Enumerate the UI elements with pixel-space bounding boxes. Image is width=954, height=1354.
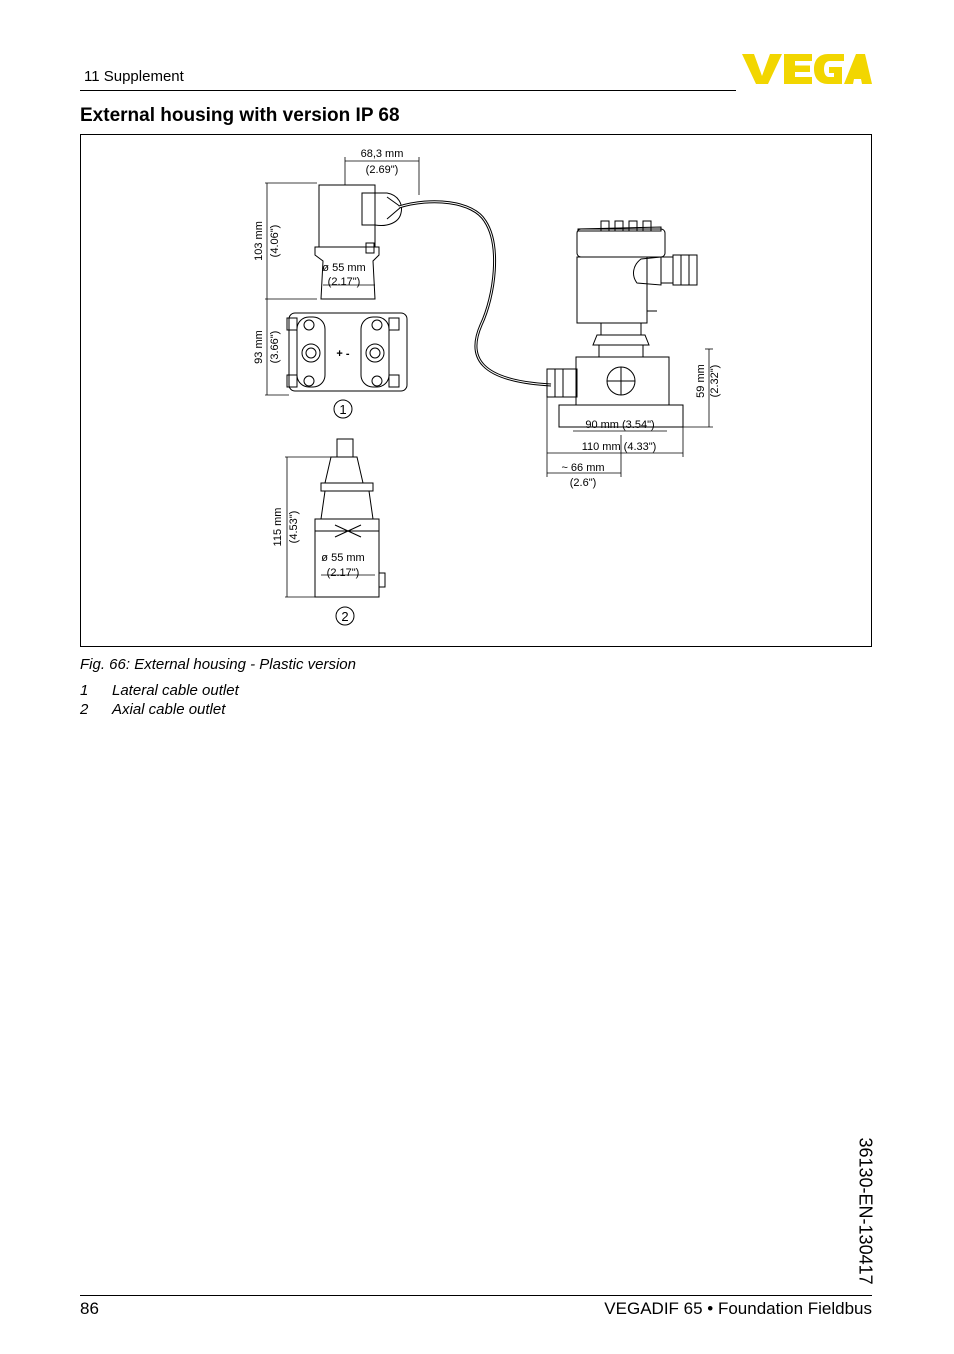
sensor-housing-2 — [314, 530, 380, 598]
product-name: VEGADIF 65 • Foundation Fieldbus — [604, 1299, 872, 1318]
dim-h103-in: (4.06") — [269, 225, 281, 258]
dim-w90: 90 mm (3.54") — [585, 419, 654, 431]
dim-w110: 110 mm (4.33") — [582, 441, 657, 453]
callout-1: 1 — [339, 402, 346, 417]
dim-h59-in: (2.32") — [709, 365, 721, 398]
axial-outlet — [324, 456, 364, 484]
dim-w66: ~ 66 mm — [561, 462, 604, 474]
dim-h93: 93 mm — [253, 330, 265, 364]
legend-item-1: 1 Lateral cable outlet — [80, 682, 239, 699]
footer-rule — [80, 1295, 872, 1296]
cable — [398, 200, 552, 387]
sensor-housing-1 — [318, 184, 376, 248]
dim-w66-in: (2.6") — [570, 477, 597, 489]
figure-frame: 68,3 mm (2.69") 103 mm (4.06") ø 55 mm (… — [80, 134, 872, 647]
dim-dia55-b: ø 55 mm — [321, 552, 364, 564]
callout-2: 2 — [341, 609, 348, 624]
dim-dia55-a-in: (2.17") — [328, 276, 361, 288]
legend-num-2: 2 — [80, 701, 89, 718]
dimension-lines — [265, 157, 713, 598]
section-header: 11 Supplement — [84, 68, 184, 85]
cable-gland-bottom — [546, 368, 578, 398]
page-title: External housing with version IP 68 — [80, 105, 400, 126]
sensor-neck-1 — [314, 246, 380, 300]
legend-text-2: Axial cable outlet — [112, 701, 226, 718]
mounting-plate — [558, 404, 684, 428]
callout-1-circle — [333, 399, 353, 419]
ground-screw-2 — [378, 572, 386, 588]
dim-h115-in: (4.53") — [288, 511, 300, 544]
dim-h115: 115 mm — [272, 508, 284, 547]
callout-2-circle — [335, 606, 355, 626]
ground-screw-1 — [365, 242, 375, 254]
dim-top-width-in: (2.69") — [366, 164, 399, 176]
lateral-outlet — [361, 192, 402, 226]
dim-h103: 103 mm — [253, 221, 265, 261]
label-plus-minus: + - — [336, 348, 349, 360]
dim-dia55-a: ø 55 mm — [322, 262, 365, 274]
vega-logo — [742, 54, 872, 84]
process-flange — [288, 312, 408, 392]
header-rule — [80, 90, 736, 91]
legend-text-1: Lateral cable outlet — [112, 682, 239, 699]
housing-adapter — [598, 344, 644, 358]
dim-dia55-b-in: (2.17") — [327, 567, 360, 579]
dim-top-width: 68,3 mm — [361, 148, 404, 160]
cable-gland-top — [672, 254, 698, 286]
document-number: 36130-EN-130417 — [855, 1137, 876, 1285]
external-housing-lid — [576, 228, 666, 258]
figure-caption: Fig. 66: External housing - Plastic vers… — [80, 656, 356, 673]
external-housing-body — [576, 256, 648, 324]
page-number: 86 — [80, 1299, 99, 1318]
vega-logo-mark — [742, 54, 872, 84]
dimension-drawing: 68,3 mm (2.69") 103 mm (4.06") ø 55 mm (… — [253, 148, 721, 626]
legend-num-1: 1 — [80, 682, 89, 699]
legend-item-2: 2 Axial cable outlet — [80, 701, 225, 718]
dim-h59: 59 mm — [695, 364, 707, 398]
dim-h93-in: (3.66") — [269, 331, 281, 364]
